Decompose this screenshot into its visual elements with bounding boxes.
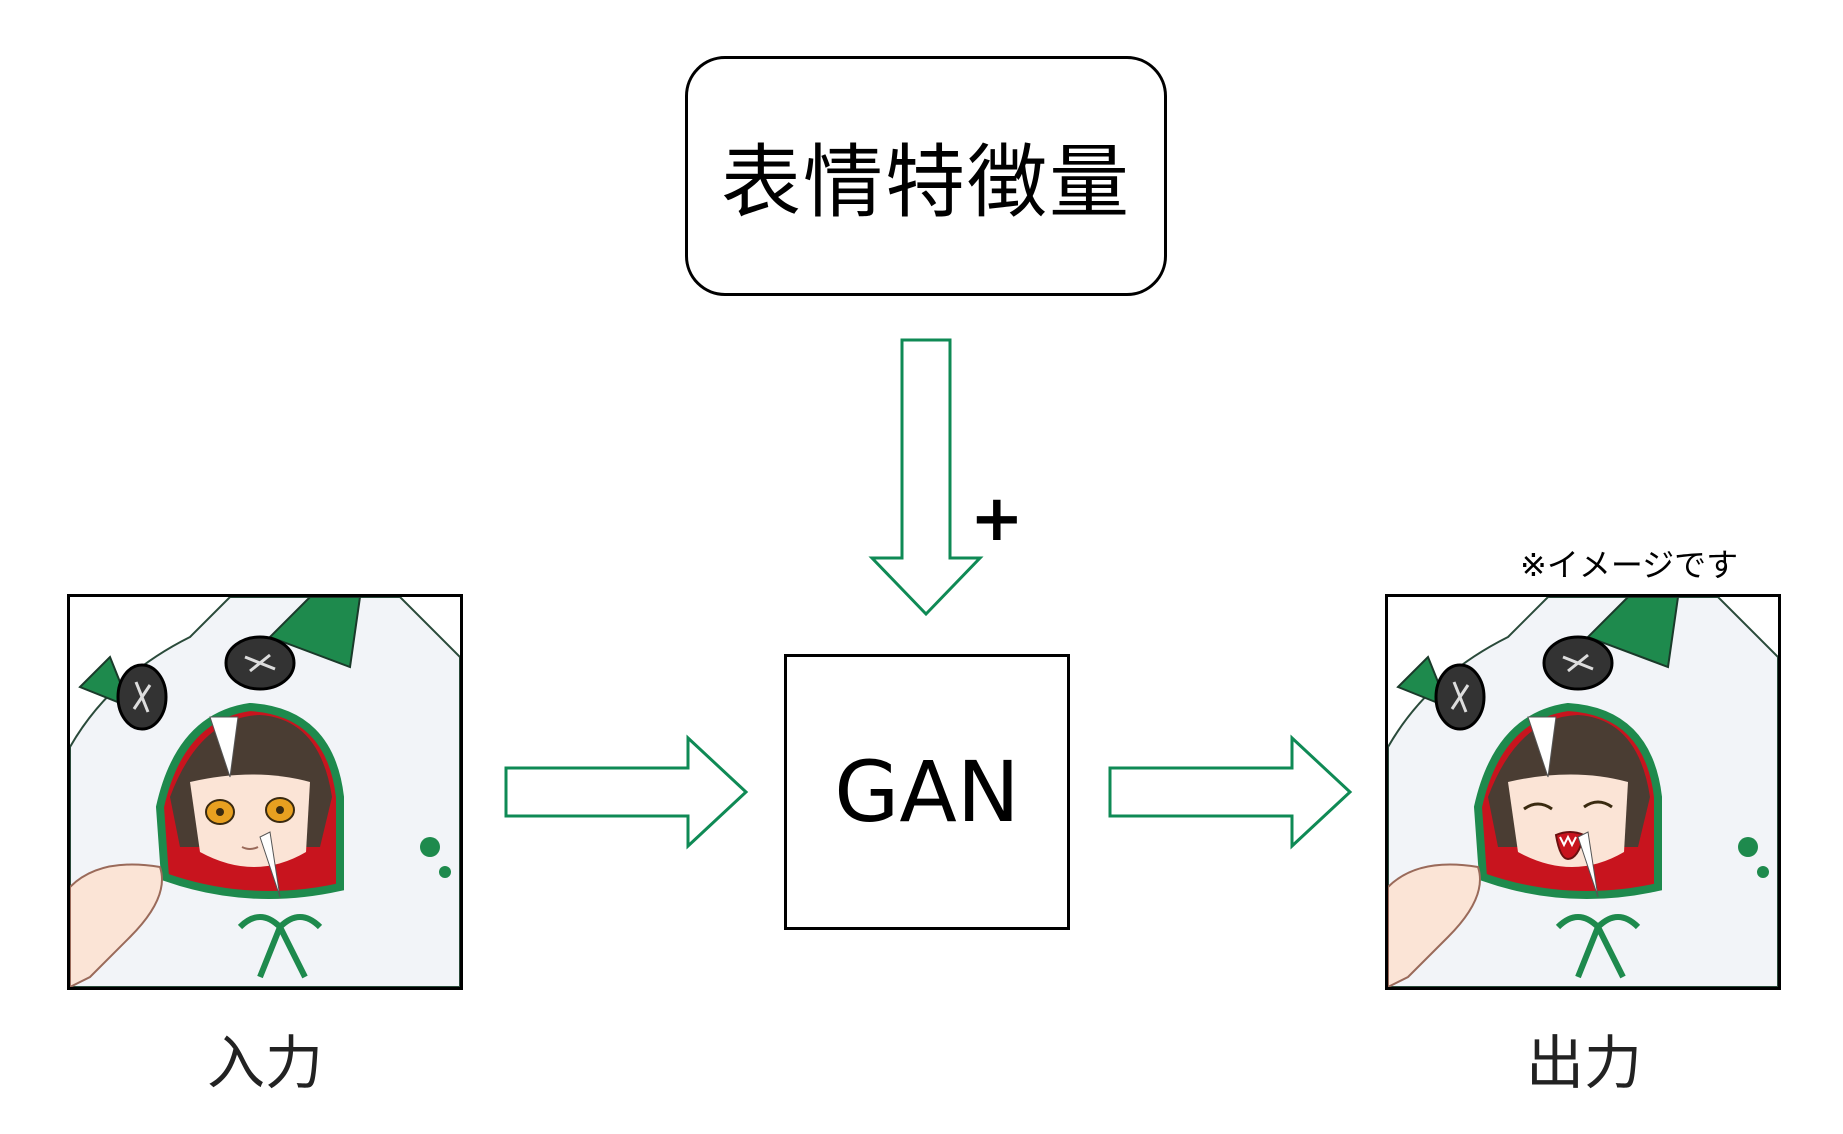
right-arrow-icon <box>504 734 749 850</box>
output-image <box>1385 594 1781 990</box>
feature-box: 表情特徴量 <box>685 56 1167 296</box>
gan-box: GAN <box>784 654 1070 930</box>
down-arrow-icon <box>868 338 984 617</box>
hooded-character-smiling-icon <box>1388 597 1778 987</box>
hooded-character-neutral-icon <box>70 597 460 987</box>
input-image <box>67 594 463 990</box>
plus-sign: + <box>970 482 1024 556</box>
right-arrow-icon <box>1108 734 1353 850</box>
input-label: 入力 <box>206 1029 323 1097</box>
feature-label: 表情特徴量 <box>721 136 1131 229</box>
output-label: 出力 <box>1525 1029 1642 1097</box>
image-note: ※イメージです <box>1520 546 1739 584</box>
gan-label: GAN <box>834 743 1020 841</box>
